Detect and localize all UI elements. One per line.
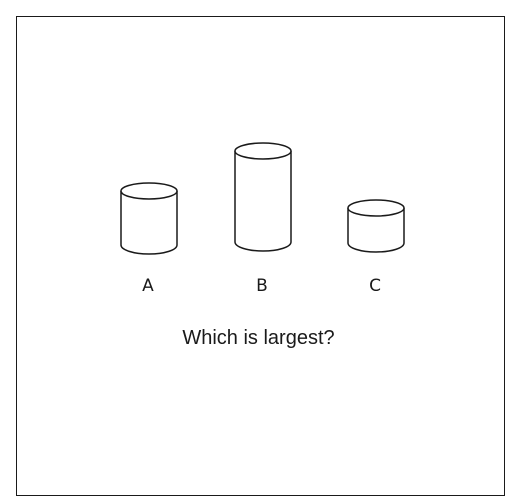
cylinder-b-body (234, 151, 292, 252)
cylinder-b[interactable]: B (234, 142, 292, 296)
cylinders-figure: A B C (120, 142, 405, 296)
option-label-b: B (256, 276, 268, 296)
cylinder-b-top (234, 142, 292, 160)
cylinder-a-body (120, 191, 178, 255)
question-text: Which is largest? (182, 327, 335, 349)
cylinder-c[interactable]: C (347, 199, 405, 296)
cylinder-a-top (120, 182, 178, 200)
option-label-a: A (142, 276, 154, 296)
option-label-c: C (369, 276, 381, 296)
cylinder-a[interactable]: A (120, 182, 178, 296)
cylinder-c-body (347, 208, 405, 253)
puzzle-frame (16, 16, 505, 496)
cylinder-c-top (347, 199, 405, 217)
